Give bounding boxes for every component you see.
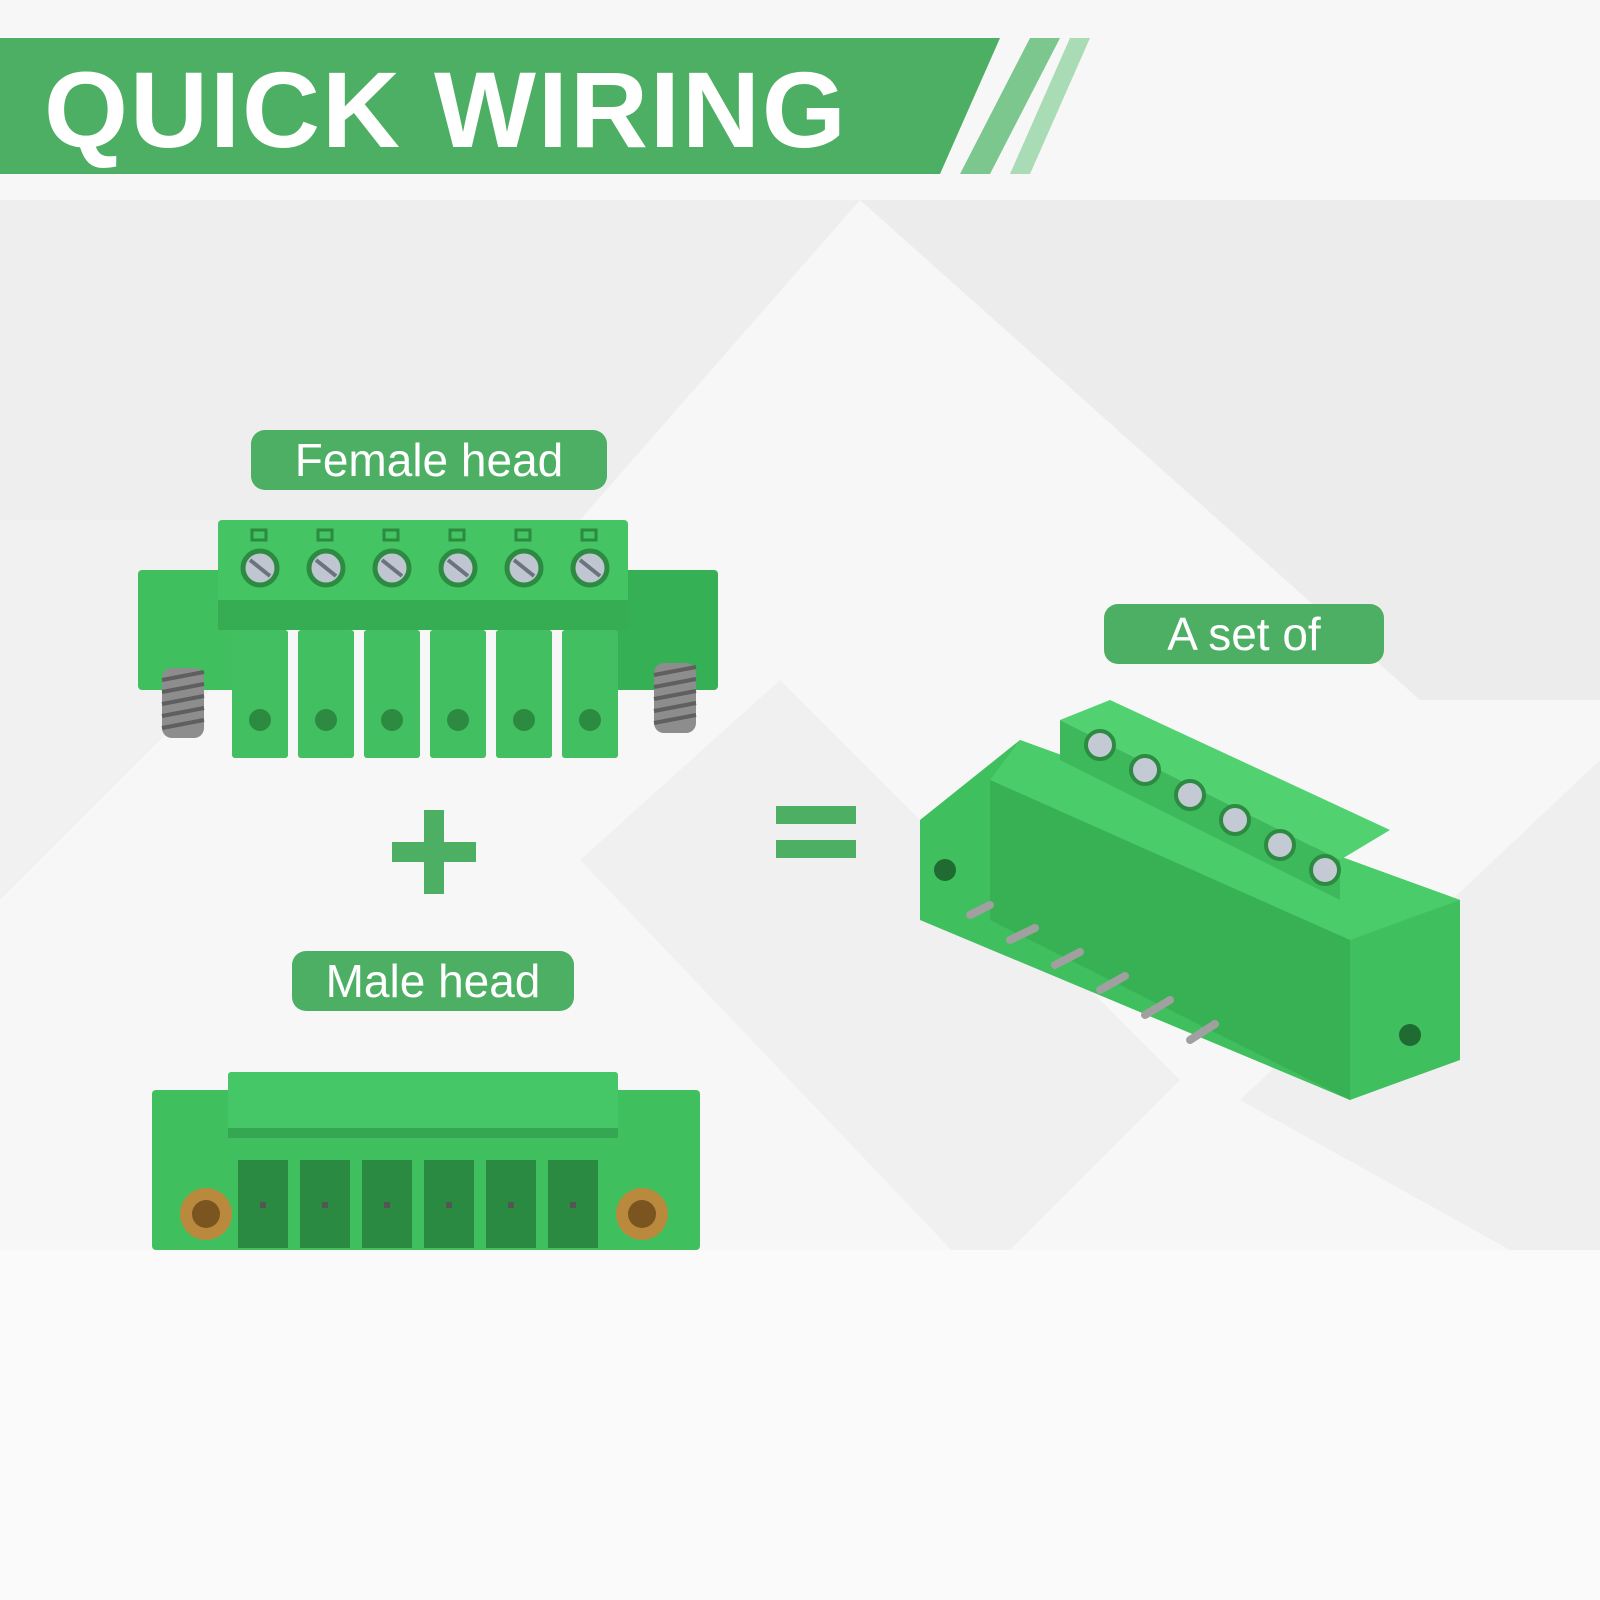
title-banner: [0, 38, 1000, 174]
male-head-label: Male head: [292, 951, 574, 1011]
plus-icon: [392, 810, 476, 894]
male-head-connector: [152, 1072, 700, 1250]
assembled-connector-set: [920, 700, 1460, 1100]
female-head-label: Female head: [251, 430, 607, 490]
set-label: A set of: [1104, 604, 1384, 664]
equals-icon: [776, 806, 856, 858]
female-head-connector: [138, 520, 718, 758]
banner-title: QUICK WIRING: [44, 49, 848, 170]
